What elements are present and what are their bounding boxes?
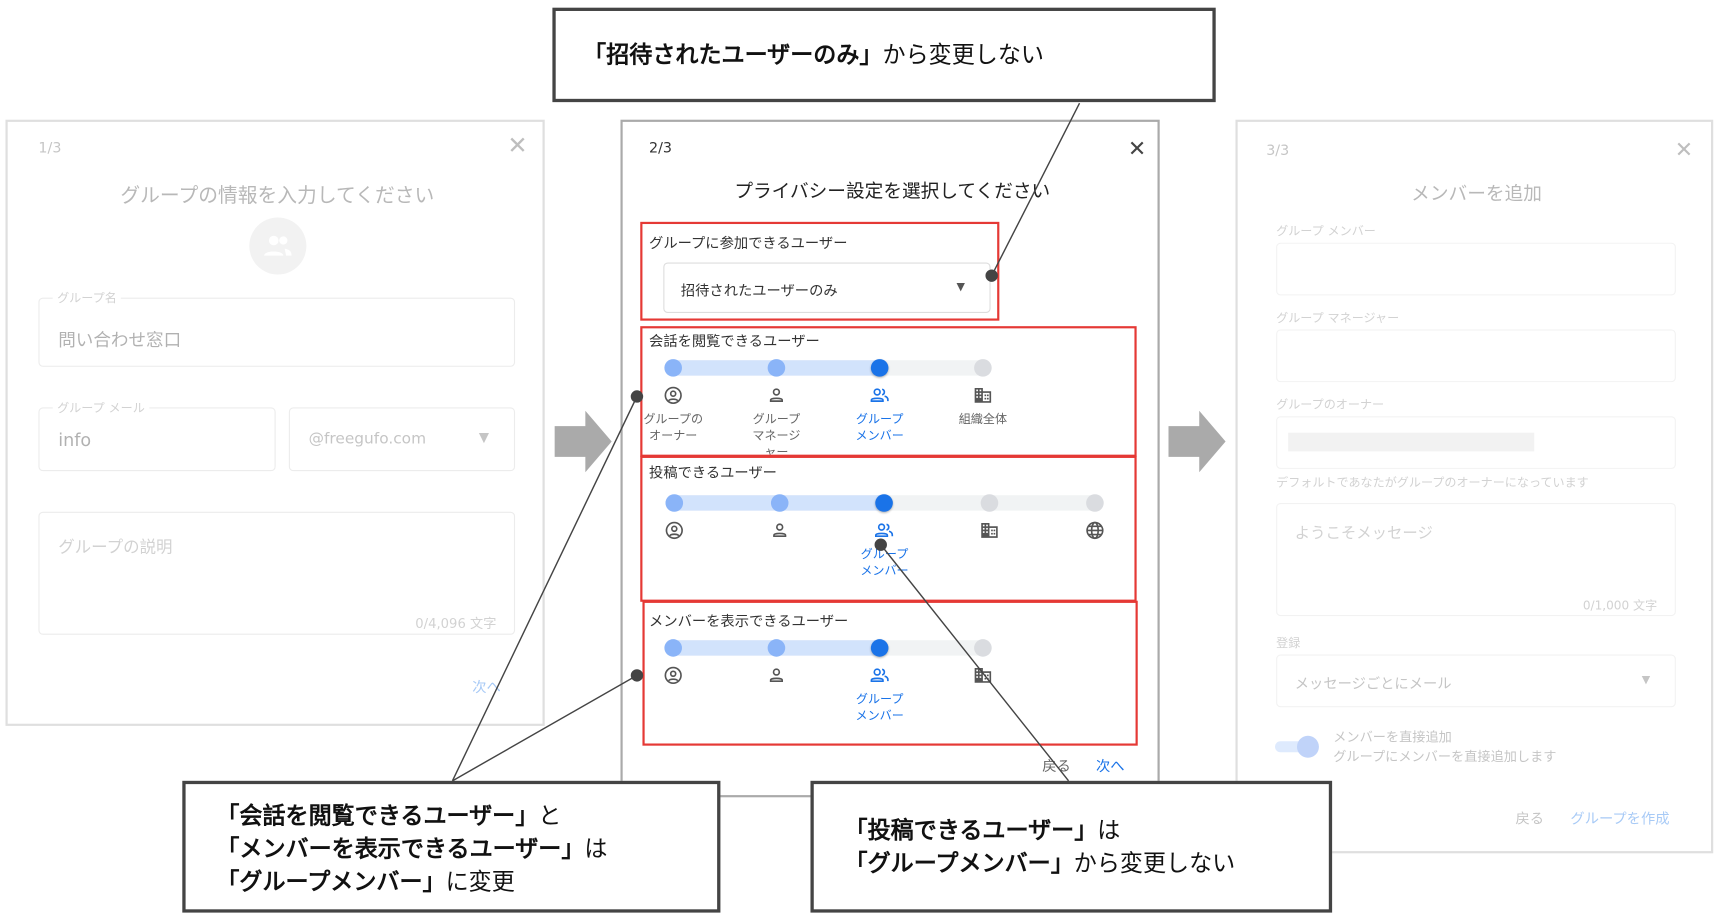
slider-stop[interactable] bbox=[664, 639, 682, 657]
welcome-message-field[interactable]: ようこそメッセージ 0/1,000 文字 bbox=[1276, 502, 1676, 617]
slider-stop-label: グループの オーナー bbox=[643, 411, 704, 443]
owners-field-label: グループのオーナー bbox=[1276, 397, 1385, 412]
char-counter: 0/1,000 文字 bbox=[1582, 598, 1658, 613]
dialog-title: グループの情報を入力してください bbox=[120, 184, 435, 208]
slider-stop[interactable] bbox=[767, 639, 786, 657]
slider-stop[interactable] bbox=[664, 359, 682, 377]
close-icon[interactable]: ✕ bbox=[507, 132, 528, 161]
callout-text: から変更しない bbox=[882, 41, 1044, 69]
callout-text: から変更しない bbox=[1073, 850, 1236, 877]
direct-add-title: メンバーを直接追加 bbox=[1333, 729, 1452, 745]
slider-stop[interactable] bbox=[770, 494, 789, 512]
direct-add-description: グループにメンバーを直接追加します bbox=[1333, 748, 1557, 765]
next-button[interactable]: 次へ bbox=[472, 679, 501, 697]
step1-dialog: 1/3 ✕ グループの情報を入力してください グループ名 問い合わせ窓口 グルー… bbox=[5, 119, 545, 726]
slider-stop[interactable] bbox=[1085, 494, 1104, 512]
callout-emphasis: 「投稿できるユーザー」 bbox=[844, 817, 1098, 844]
subscription-select[interactable]: メッセージごとにメール ▼ bbox=[1276, 654, 1676, 708]
next-button[interactable]: 次へ bbox=[1096, 758, 1125, 776]
back-button[interactable]: 戻る bbox=[1042, 758, 1071, 776]
welcome-message-placeholder: ようこそメッセージ bbox=[1294, 524, 1433, 543]
create-group-button[interactable]: グループを作成 bbox=[1570, 811, 1670, 829]
highlight-join-setting bbox=[640, 221, 1000, 321]
group-email-label: グループ メール bbox=[52, 398, 150, 417]
flow-arrow-icon bbox=[554, 410, 612, 477]
callout-post-setting: 「投稿できるユーザー」は 「グループメンバー」から変更しない bbox=[810, 780, 1333, 913]
owner-chip-redacted bbox=[1288, 432, 1535, 452]
domain-select[interactable]: @freegufo.com ▼ bbox=[288, 407, 516, 472]
callout-emphasis: 「会話を閲覧できるユーザー」 bbox=[216, 802, 539, 830]
join-setting-select[interactable]: 招待されたユーザーのみ ▼ bbox=[663, 262, 991, 313]
dialog-title: メンバーを追加 bbox=[1411, 183, 1542, 206]
slider-stop[interactable] bbox=[665, 494, 684, 512]
char-counter: 0/4,096 文字 bbox=[415, 616, 497, 632]
view-conversations-label: 会話を閲覧できるユーザー bbox=[649, 333, 820, 351]
view-members-label: メンバーを表示できるユーザー bbox=[649, 613, 849, 631]
dropdown-arrow-icon: ▼ bbox=[478, 429, 489, 445]
slider-stop[interactable] bbox=[974, 359, 992, 377]
slider-stop-label: グループ メンバー bbox=[855, 411, 904, 443]
close-icon[interactable]: ✕ bbox=[1127, 135, 1147, 162]
close-icon[interactable]: ✕ bbox=[1674, 136, 1694, 163]
slider-stop[interactable] bbox=[980, 494, 999, 512]
highlight-post bbox=[640, 455, 1137, 602]
back-button[interactable]: 戻る bbox=[1515, 811, 1545, 829]
domain-value: @freegufo.com bbox=[308, 430, 427, 449]
dropdown-arrow-icon: ▼ bbox=[956, 281, 965, 294]
slider-thumb[interactable] bbox=[870, 359, 889, 377]
post-label: 投稿できるユーザー bbox=[649, 465, 777, 483]
join-setting-label: グループに参加できるユーザー bbox=[649, 236, 848, 253]
slider-stop-label: 組織全体 bbox=[958, 411, 1008, 427]
callout-emphasis: 「グループメンバー」 bbox=[844, 850, 1074, 877]
step-indicator: 1/3 bbox=[38, 140, 62, 158]
join-setting-value: 招待されたユーザーのみ bbox=[680, 283, 838, 300]
highlight-view-conversations bbox=[640, 326, 1137, 457]
owners-input[interactable] bbox=[1276, 416, 1676, 469]
group-email-field[interactable]: グループ メール info bbox=[38, 398, 276, 472]
slider-thumb[interactable] bbox=[875, 494, 894, 512]
subscription-value: メッセージごとにメール bbox=[1294, 676, 1452, 693]
owner-hint: デフォルトであなたがグループのオーナーになっています bbox=[1276, 475, 1589, 490]
callout-text: と bbox=[538, 802, 562, 830]
group-email-value: info bbox=[58, 429, 92, 451]
group-description-placeholder: グループの説明 bbox=[58, 537, 173, 557]
callout-text: に変更 bbox=[445, 868, 515, 896]
members-field-label: グループ メンバー bbox=[1276, 224, 1376, 239]
group-description-field[interactable]: グループの説明 0/4,096 文字 bbox=[38, 511, 516, 635]
flow-arrow-icon bbox=[1168, 410, 1226, 477]
callout-view-settings: 「会話を閲覧できるユーザー」と 「メンバーを表示できるユーザー」は 「グループメ… bbox=[182, 780, 721, 913]
managers-input[interactable] bbox=[1276, 329, 1676, 383]
slider-stop-label: グループ マネージ ャー bbox=[752, 411, 801, 460]
subscription-label: 登録 bbox=[1276, 635, 1301, 651]
callout-join-setting: 「招待されたユーザーのみ」から変更しない bbox=[552, 7, 1216, 103]
group-name-value: 問い合わせ窓口 bbox=[58, 329, 182, 351]
callout-text: は bbox=[584, 835, 608, 863]
managers-field-label: グループ マネージャー bbox=[1276, 310, 1400, 326]
group-name-label: グループ名 bbox=[52, 288, 122, 307]
dropdown-arrow-icon: ▼ bbox=[1641, 674, 1651, 687]
callout-emphasis: 「メンバーを表示できるユーザー」 bbox=[216, 835, 585, 863]
step-indicator: 2/3 bbox=[649, 140, 673, 158]
callout-emphasis: 「招待されたユーザーのみ」 bbox=[583, 41, 883, 69]
step3-dialog: 3/3 ✕ メンバーを追加 グループ メンバー グループ マネージャー グループ… bbox=[1235, 119, 1714, 854]
slider-stop[interactable] bbox=[767, 359, 786, 377]
callout-emphasis: 「グループメンバー」 bbox=[216, 868, 446, 896]
direct-add-toggle[interactable] bbox=[1275, 735, 1319, 758]
dialog-title: プライバシー設定を選択してください bbox=[734, 181, 1051, 204]
step-indicator: 3/3 bbox=[1266, 142, 1290, 160]
members-input[interactable] bbox=[1276, 242, 1676, 296]
group-name-field[interactable]: グループ名 問い合わせ窓口 bbox=[38, 288, 516, 367]
group-avatar-icon bbox=[249, 217, 307, 275]
highlight-view-members bbox=[642, 600, 1138, 746]
callout-text: は bbox=[1097, 817, 1121, 844]
